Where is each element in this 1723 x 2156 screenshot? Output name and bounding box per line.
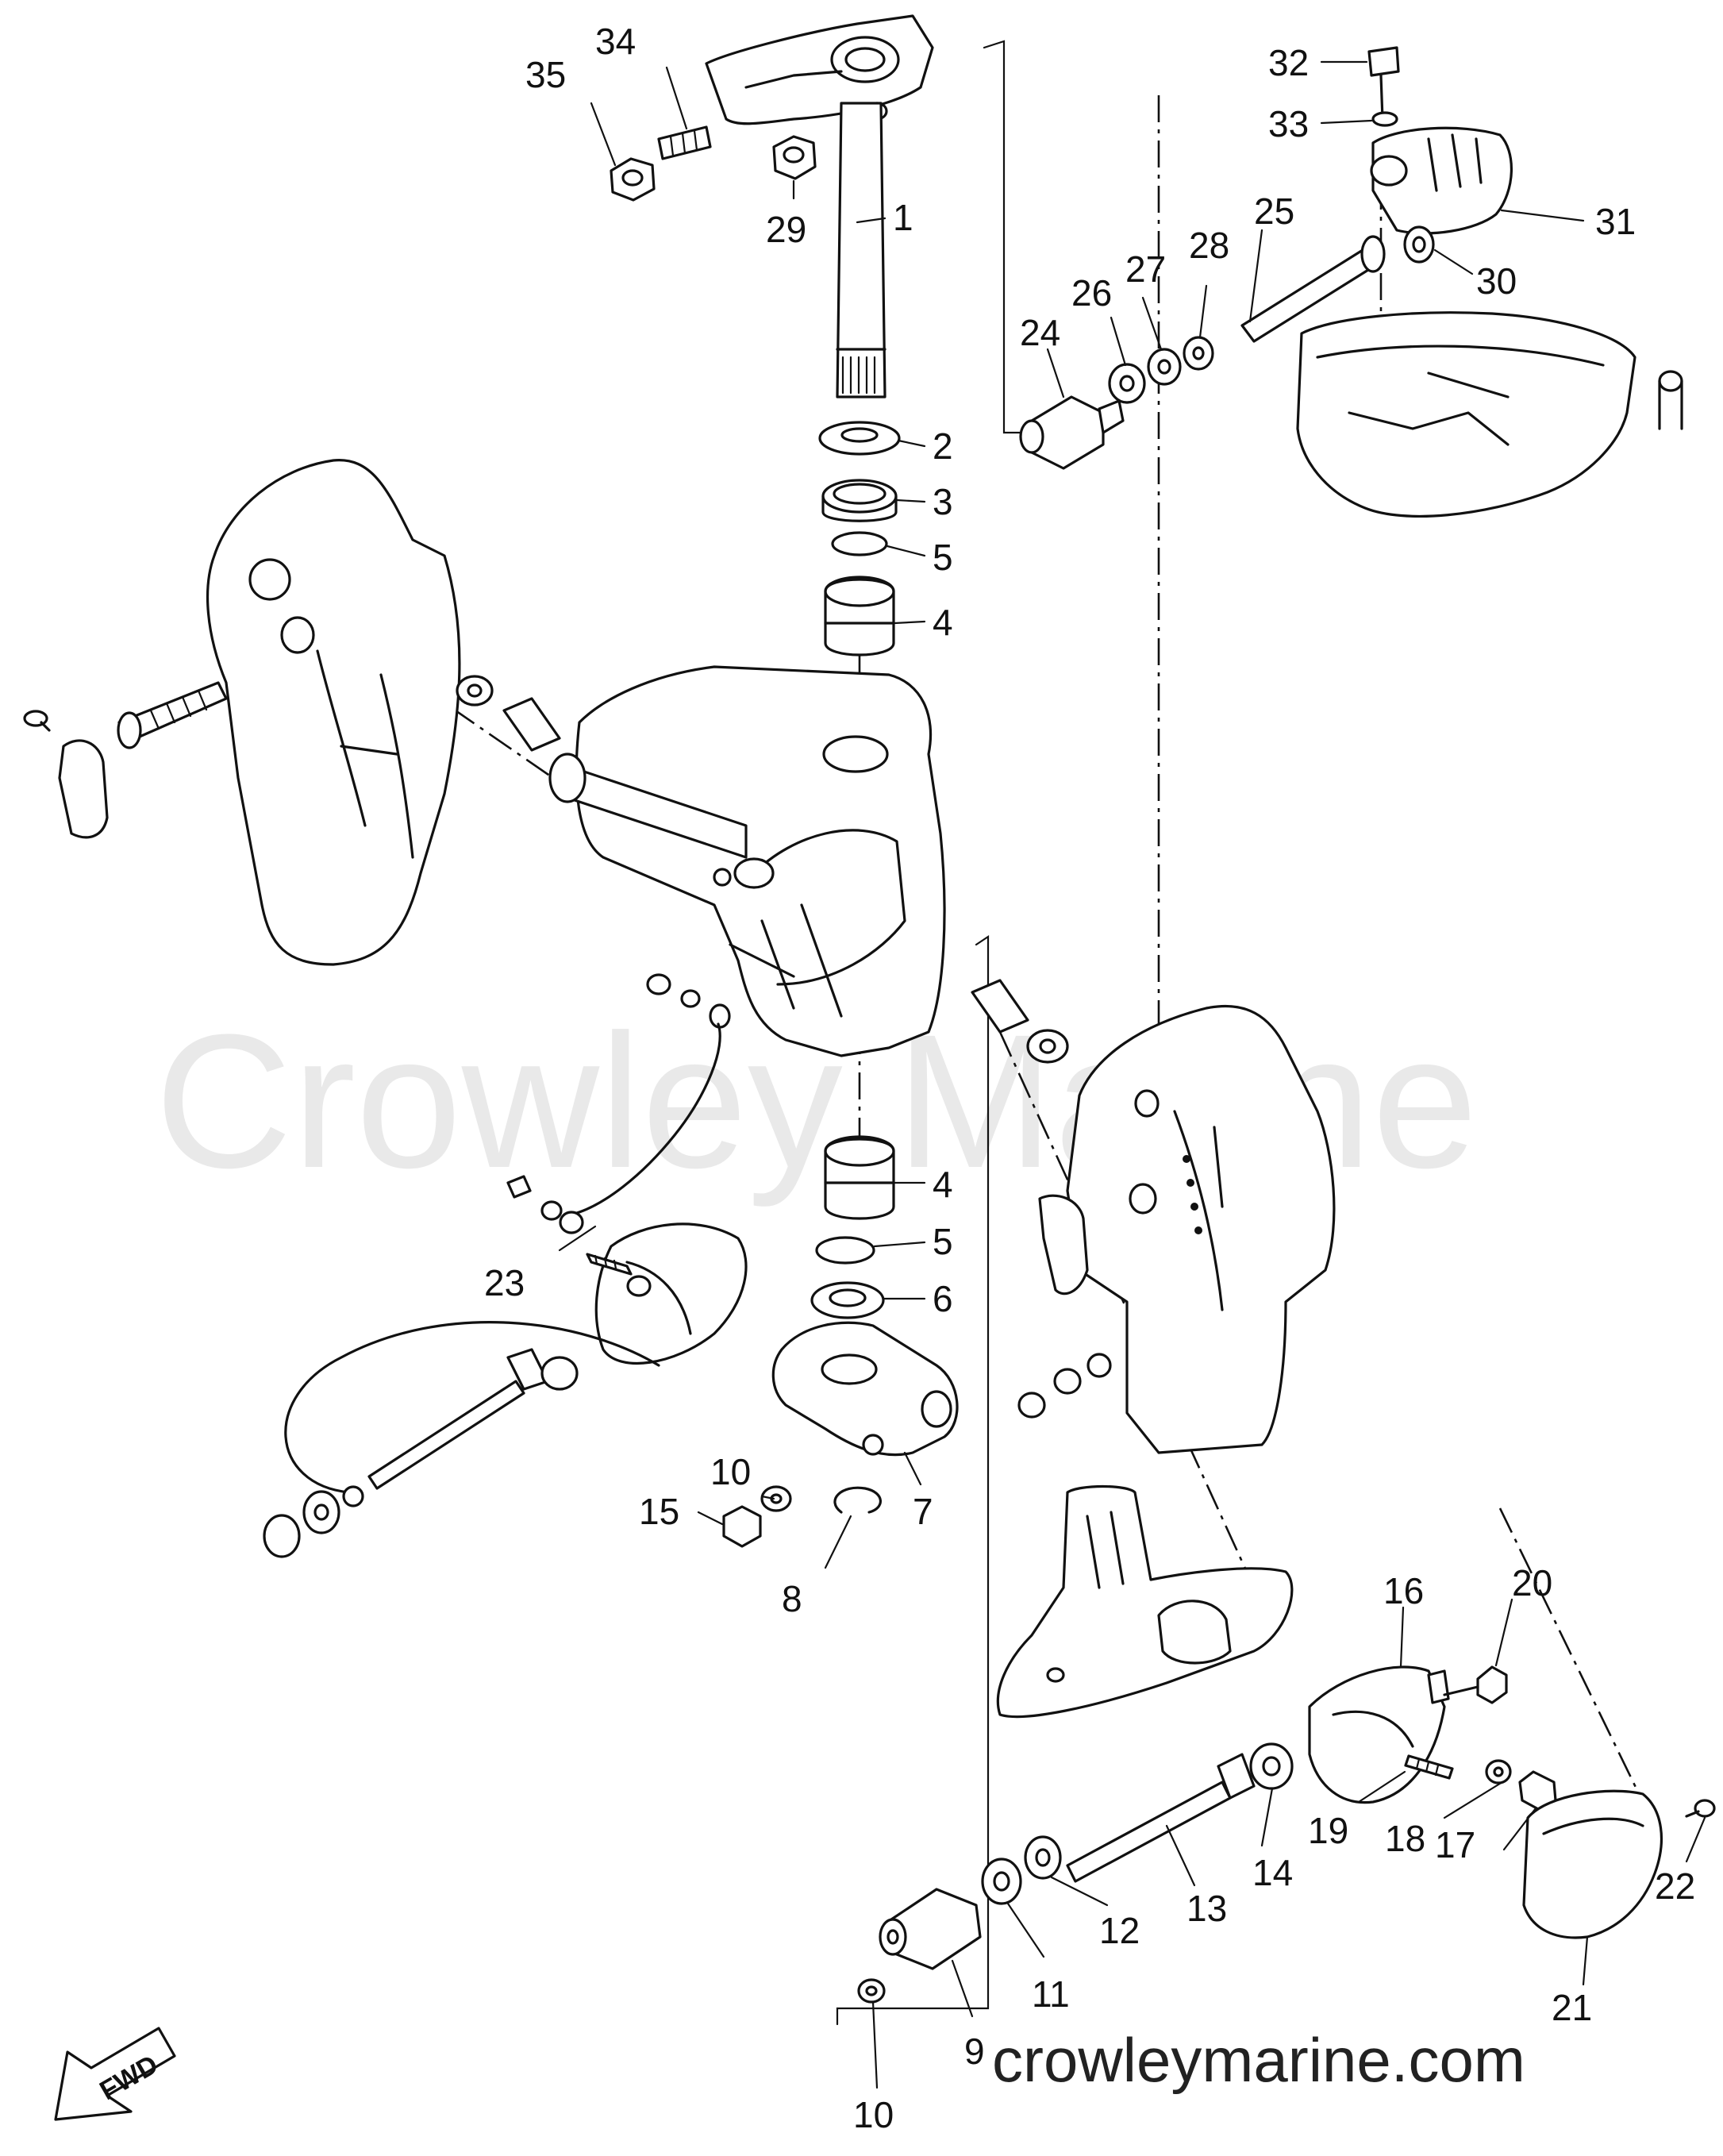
bolt-19 <box>1404 1754 1454 1780</box>
callout-5-lower: 5 <box>933 1221 953 1262</box>
callout-23: 23 <box>484 1262 525 1303</box>
o-ring-5-upper <box>831 531 888 556</box>
collar-14 <box>1249 1742 1294 1790</box>
washer-27 <box>1147 348 1182 386</box>
mount-rubber-9 <box>879 1888 982 1970</box>
callout-3: 3 <box>933 481 953 522</box>
callout-32: 32 <box>1268 42 1309 83</box>
cable-loop <box>284 1321 660 1494</box>
washer-28 <box>1183 336 1214 371</box>
callout-31: 31 <box>1595 201 1636 242</box>
collar-right <box>971 979 1029 1034</box>
callout-24: 24 <box>1020 312 1060 353</box>
washer-30 <box>1403 225 1435 264</box>
washer-33 <box>1371 111 1398 127</box>
callout-6: 6 <box>933 1278 953 1319</box>
bushing-4-upper <box>824 576 895 656</box>
website-text: crowleymarine.com <box>992 2025 1525 2095</box>
callout-19: 19 <box>1308 1810 1348 1851</box>
nuts-right-pin <box>1017 1353 1112 1419</box>
tilt-pin-left <box>117 681 228 749</box>
rear-mount-bracket-16 <box>1308 1665 1450 1804</box>
callout-15: 15 <box>639 1491 679 1532</box>
bushing-4-lower <box>824 1135 895 1220</box>
callout-29: 29 <box>766 209 806 250</box>
callout-7: 7 <box>913 1491 933 1532</box>
collar-left <box>502 697 561 752</box>
lower-casing <box>996 1484 1294 1719</box>
swivel-bracket <box>548 665 946 1057</box>
bolt-34 <box>657 125 712 160</box>
washer-18 <box>1485 1759 1512 1784</box>
callout-27: 27 <box>1125 248 1166 290</box>
callout-labels: 1 2 3 5 4 4 5 6 7 8 9 10 10 11 12 13 14 … <box>484 21 1695 2135</box>
mount-rubber-24 <box>1019 395 1125 470</box>
callout-8: 8 <box>782 1578 802 1619</box>
steering-bracket-upper <box>705 14 934 125</box>
washer-right-pivot <box>1026 1029 1069 1064</box>
callout-21: 21 <box>1552 1987 1592 2028</box>
bolt-20 <box>1443 1665 1508 1704</box>
steering-shaft <box>836 102 886 398</box>
seal-6 <box>810 1281 885 1319</box>
washers-left-mount <box>263 1485 364 1558</box>
callout-1: 1 <box>893 197 913 238</box>
washer-10-lower <box>857 1978 886 2004</box>
nut-35 <box>610 157 656 202</box>
callout-11: 11 <box>1032 1973 1070 2015</box>
callout-5-upper: 5 <box>933 537 953 578</box>
ground-lead <box>506 973 731 1234</box>
fwd-arrow: FWD <box>54 2027 176 2121</box>
circlip-8 <box>833 1486 882 1514</box>
bolt-32 <box>1367 46 1400 121</box>
callout-2: 2 <box>933 425 953 467</box>
callout-26: 26 <box>1071 272 1112 314</box>
callout-10-lower: 10 <box>853 2094 894 2135</box>
callout-10-upper: 10 <box>710 1451 751 1492</box>
callout-22: 22 <box>1655 1865 1695 1907</box>
callout-4-lower: 4 <box>933 1164 953 1205</box>
washer-10-upper <box>760 1485 792 1512</box>
screw-22 <box>1685 1799 1716 1818</box>
steering-bracket-lower-7 <box>771 1321 959 1457</box>
o-ring-5-lower <box>815 1236 875 1265</box>
bushing-3 <box>821 479 898 522</box>
mount-bracket-left <box>586 1222 748 1365</box>
mount-cap-31 <box>1370 126 1513 235</box>
clamp-bracket-right <box>1038 1004 1336 1454</box>
callout-4-upper: 4 <box>933 602 953 643</box>
callout-18: 18 <box>1385 1818 1425 1859</box>
nut-15 <box>722 1505 762 1548</box>
cover-21 <box>1522 1789 1663 1939</box>
washer-2 <box>818 421 901 456</box>
callout-25: 25 <box>1254 191 1294 232</box>
bolt-25 <box>1240 235 1386 343</box>
washer-11 <box>981 1858 1022 1905</box>
screw-left <box>23 710 51 732</box>
callout-28: 28 <box>1189 225 1229 266</box>
washer-26 <box>1108 363 1146 404</box>
callout-17: 17 <box>1435 1824 1475 1865</box>
bolt-13 <box>1066 1753 1256 1883</box>
washer-left-pivot <box>456 675 494 706</box>
callout-13: 13 <box>1186 1888 1227 1929</box>
callout-33: 33 <box>1268 103 1309 144</box>
leader-lines <box>558 60 1706 2089</box>
bottom-cowling <box>1296 311 1683 518</box>
bolt-left-mount <box>367 1348 579 1490</box>
clamp-bracket-left <box>206 459 461 966</box>
clamp-handle-left <box>58 739 109 839</box>
callout-9: 9 <box>964 2031 985 2072</box>
nut-29 <box>772 135 817 180</box>
callout-34: 34 <box>595 21 636 62</box>
washer-12 <box>1024 1835 1062 1880</box>
callout-12: 12 <box>1099 1910 1140 1951</box>
callout-16: 16 <box>1383 1570 1424 1611</box>
callout-14: 14 <box>1252 1852 1293 1893</box>
callout-35: 35 <box>525 54 566 95</box>
callout-20: 20 <box>1512 1562 1552 1604</box>
callout-30: 30 <box>1476 260 1517 302</box>
